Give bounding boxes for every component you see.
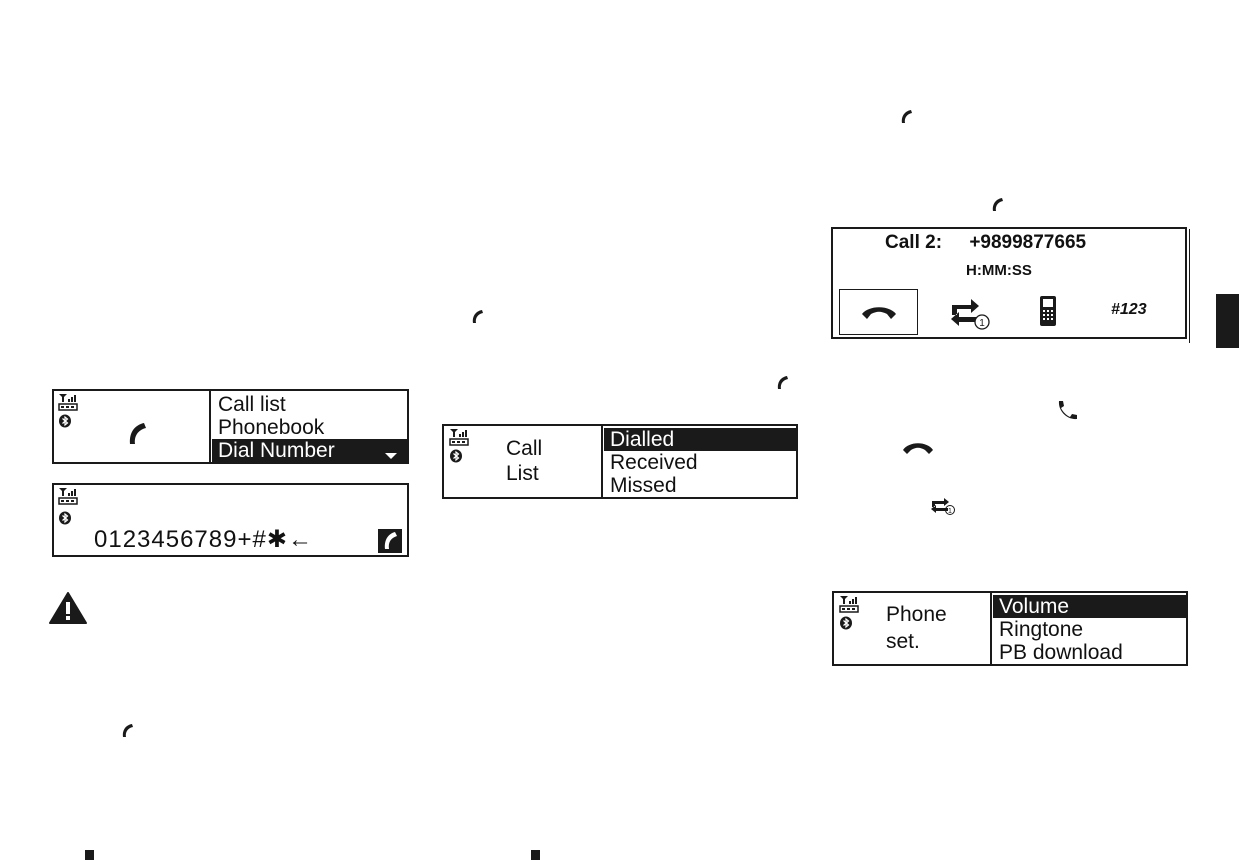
bluetooth-icon xyxy=(840,616,852,630)
hang-up-icon xyxy=(862,307,896,319)
bluetooth-icon xyxy=(59,414,71,428)
status-icons xyxy=(449,428,471,468)
menu-divider xyxy=(601,426,603,497)
section-tab xyxy=(1216,294,1239,348)
menu-item-ringtone[interactable]: Ringtone xyxy=(999,618,1084,641)
hang-up-button[interactable] xyxy=(839,289,918,335)
dtmf-keypad-button[interactable]: #123 xyxy=(1111,301,1147,318)
menu-item-call-list[interactable]: Call list xyxy=(218,393,286,416)
signal-strength-icon xyxy=(59,488,76,496)
bluetooth-icon xyxy=(59,511,71,525)
menu-item-dialled[interactable]: Dialled xyxy=(604,428,796,451)
menu-item-received[interactable]: Received xyxy=(610,451,698,474)
handset-icon xyxy=(472,310,483,323)
caller-number: +9899877665 xyxy=(969,232,1087,253)
crop-mark xyxy=(531,850,540,860)
hang-up-icon xyxy=(903,443,933,454)
swap-calls-icon: 1 xyxy=(951,299,990,330)
caller-label: Call 2: xyxy=(885,232,943,253)
handset-icon xyxy=(777,376,788,389)
svg-text:1: 1 xyxy=(948,508,952,515)
battery-icon xyxy=(58,497,78,505)
swap-calls-button[interactable]: 1 xyxy=(949,293,993,333)
call-duration: H:MM:SS xyxy=(966,262,1032,279)
call-list-title-line2: List xyxy=(506,462,539,485)
status-icons xyxy=(839,595,861,635)
bluetooth-icon xyxy=(450,449,462,463)
menu-item-pb-download[interactable]: PB download xyxy=(999,641,1123,664)
call-list-title-line1: Call xyxy=(506,437,543,460)
dial-number-display: 0123456789+#✱← xyxy=(52,483,409,557)
handset-icon xyxy=(122,724,133,737)
caller-line: Call 2: +9899877665 xyxy=(885,232,1086,254)
warning-triangle-icon xyxy=(49,592,87,624)
crop-mark xyxy=(85,850,94,860)
main-menu-display: Call list Phonebook Dial Number xyxy=(52,389,409,464)
handset-icon xyxy=(129,423,146,444)
answer-handset-icon xyxy=(1058,401,1077,420)
dial-digits[interactable]: 0123456789+#✱← xyxy=(94,526,313,553)
handset-icon xyxy=(901,110,912,123)
phone-settings-display: Phone set. Volume Ringtone PB download xyxy=(832,591,1188,666)
menu-item-dial-number[interactable]: Dial Number xyxy=(212,439,407,462)
phone-set-title-line2: set. xyxy=(886,630,920,653)
menu-divider xyxy=(209,391,211,462)
call-key[interactable] xyxy=(378,529,402,553)
signal-strength-icon xyxy=(450,429,467,437)
battery-icon xyxy=(839,605,859,613)
status-icons xyxy=(58,393,80,433)
menu-divider xyxy=(990,593,992,664)
menu-item-phonebook[interactable]: Phonebook xyxy=(218,416,325,439)
call-list-display: Call List Dialled Received Missed xyxy=(442,424,798,499)
handset-icon xyxy=(992,198,1003,211)
status-icons xyxy=(58,487,80,531)
battery-icon xyxy=(449,438,469,446)
signal-strength-icon xyxy=(840,596,857,604)
battery-icon xyxy=(58,403,78,411)
call-list-menu: Dialled Received Missed xyxy=(604,427,796,497)
handset-icon xyxy=(384,532,397,549)
phone-set-title-line1: Phone xyxy=(886,603,947,626)
menu-item-missed[interactable]: Missed xyxy=(610,474,677,497)
phone-set-menu: Volume Ringtone PB download xyxy=(993,594,1186,664)
menu-item-label: Dial Number xyxy=(218,439,335,462)
active-call-display: Call 2: +9899877665 H:MM:SS 1 #123 xyxy=(831,227,1187,339)
divider-line xyxy=(1189,229,1190,343)
signal-strength-icon xyxy=(59,394,76,402)
swap-calls-icon: 1 xyxy=(931,498,955,515)
scroll-down-icon xyxy=(385,453,397,459)
mobile-phone-icon xyxy=(1040,296,1056,326)
menu-item-volume[interactable]: Volume xyxy=(993,595,1186,618)
menu-list: Call list Phonebook Dial Number xyxy=(212,392,407,462)
handset-mode-button[interactable] xyxy=(1039,295,1057,327)
svg-text:1: 1 xyxy=(979,318,985,329)
